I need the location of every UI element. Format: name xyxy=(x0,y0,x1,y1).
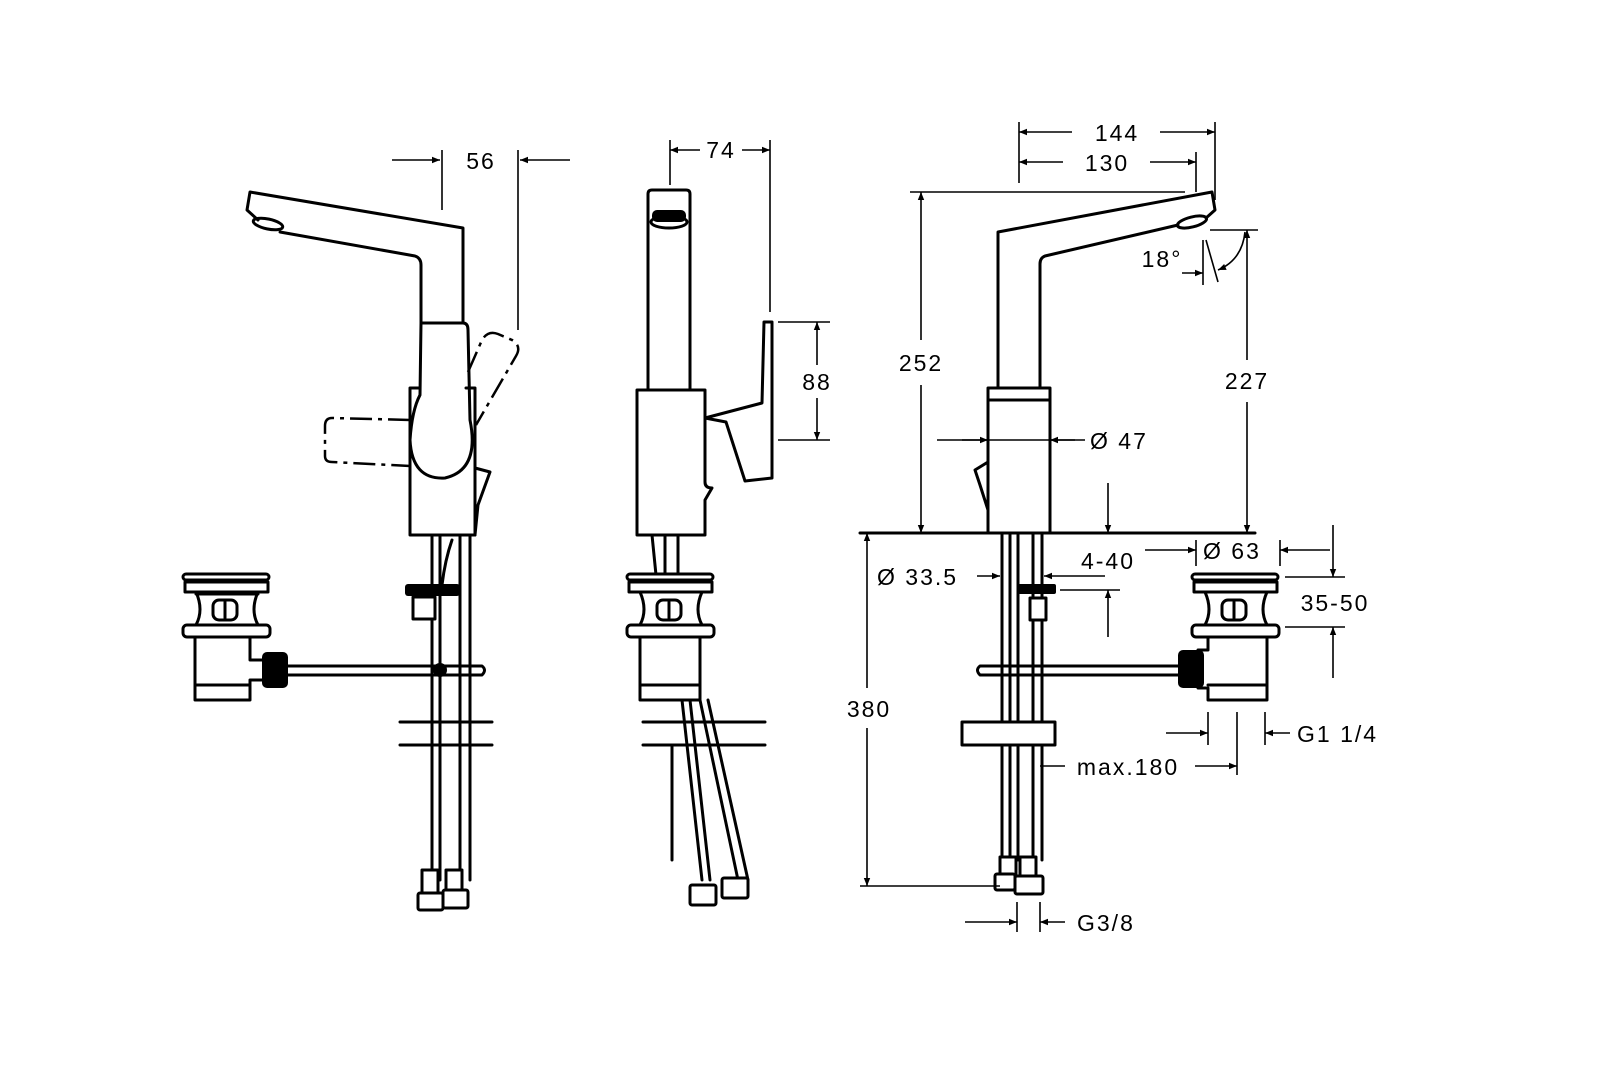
body xyxy=(986,386,1052,535)
dim-label: 252 xyxy=(899,350,943,376)
dimension-hose-thread: G3/8 xyxy=(965,902,1135,936)
dim-label: Ø 33.5 xyxy=(877,564,958,590)
pop-up-waste-right xyxy=(1178,572,1281,702)
dimension-mount-diameter: Ø 33.5 xyxy=(877,564,1105,590)
pop-up-waste-left xyxy=(181,572,288,702)
dimensioned-view: 144 130 18° 252 227 xyxy=(847,120,1378,936)
dimension-144: 144 xyxy=(1018,120,1216,200)
dim-label: Ø 63 xyxy=(1203,538,1261,564)
lever xyxy=(408,321,474,480)
spout xyxy=(996,190,1217,390)
counter-top xyxy=(398,720,494,747)
dim-label: 56 xyxy=(466,148,496,174)
dim-label: 144 xyxy=(1095,120,1139,146)
dimension-waste-thread: G1 1/4 xyxy=(1166,712,1378,775)
side-view: 74 88 xyxy=(625,137,832,907)
body xyxy=(408,386,477,537)
dimension-227: 227 xyxy=(1225,230,1269,533)
aerator xyxy=(1175,214,1209,230)
dim-label: G3/8 xyxy=(1077,910,1135,936)
dimension-waste-diameter: Ø 63 xyxy=(1145,538,1330,566)
hose-fittings xyxy=(416,868,470,912)
supply-pipes xyxy=(1000,531,1056,862)
dim-label: 88 xyxy=(802,369,832,395)
front-view: 56 xyxy=(181,148,570,912)
dim-label: max.180 xyxy=(1077,754,1179,780)
supply-pipes xyxy=(650,533,680,577)
dim-label: 35-50 xyxy=(1301,590,1370,616)
lever-open-position xyxy=(466,331,520,426)
counter-top xyxy=(960,720,1057,747)
dimension-body-diameter: Ø 47 xyxy=(937,428,1148,454)
dimension-rod-length: max.180 xyxy=(1040,754,1237,780)
aerator xyxy=(251,216,285,232)
dim-label: 227 xyxy=(1225,368,1269,394)
dim-label: 380 xyxy=(847,696,891,722)
dim-label: 74 xyxy=(706,137,736,163)
dim-label: G1 1/4 xyxy=(1297,721,1378,747)
dimension-130: 130 xyxy=(1019,150,1197,192)
dimension-88: 88 xyxy=(778,321,832,441)
side-handle xyxy=(973,460,990,512)
hoses xyxy=(670,698,750,882)
pop-up-waste-side xyxy=(625,572,716,702)
lever xyxy=(703,320,774,483)
dim-label: Ø 47 xyxy=(1090,428,1148,454)
dim-label: 4-40 xyxy=(1081,548,1135,574)
pop-up-rod xyxy=(976,664,1182,677)
dimension-74: 74 xyxy=(669,137,771,312)
dimension-angle: 18° xyxy=(1142,229,1258,285)
dimension-252: 252 xyxy=(899,191,1185,533)
spout xyxy=(245,190,465,325)
spout xyxy=(646,188,692,392)
dimension-deck-thickness: 4-40 xyxy=(1060,483,1135,637)
dim-label: 18° xyxy=(1142,246,1183,272)
dimension-56: 56 xyxy=(392,148,570,330)
hose-fittings xyxy=(688,876,750,907)
body xyxy=(635,388,714,537)
dimension-380: 380 xyxy=(847,533,1000,887)
supply-pipes xyxy=(405,533,472,882)
hose-fittings xyxy=(993,855,1045,896)
dimension-waste-height: 35-50 xyxy=(1285,525,1370,678)
lever-side-position xyxy=(323,416,411,468)
pop-up-rod xyxy=(286,664,486,677)
dim-label: 130 xyxy=(1085,150,1129,176)
side-handle xyxy=(473,466,492,537)
